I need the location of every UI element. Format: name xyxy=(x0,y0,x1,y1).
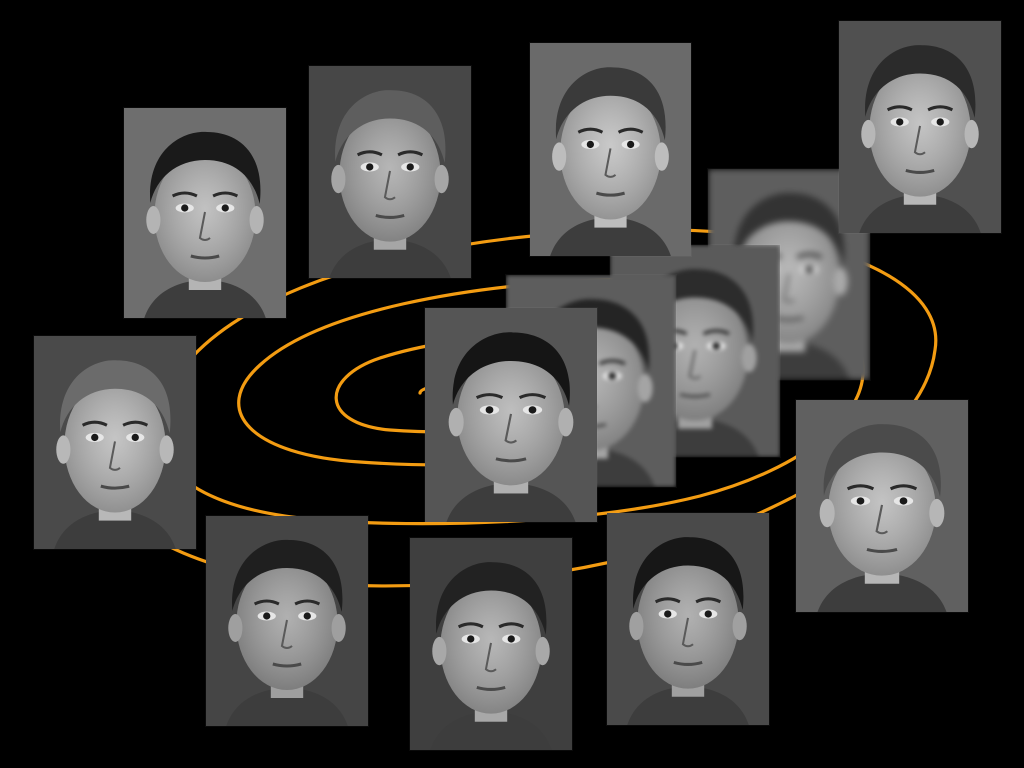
face-portrait-6 xyxy=(796,400,968,612)
face-center xyxy=(425,308,597,522)
face-portrait-4 xyxy=(839,21,1001,233)
face-portrait-9 xyxy=(607,513,769,725)
face-portrait-8 xyxy=(410,538,572,750)
face-portrait-1 xyxy=(124,108,286,318)
face-portrait-3 xyxy=(530,43,691,256)
face-portrait-5 xyxy=(34,336,196,549)
face-portrait-7 xyxy=(206,516,368,726)
face-portrait-2 xyxy=(309,66,471,278)
